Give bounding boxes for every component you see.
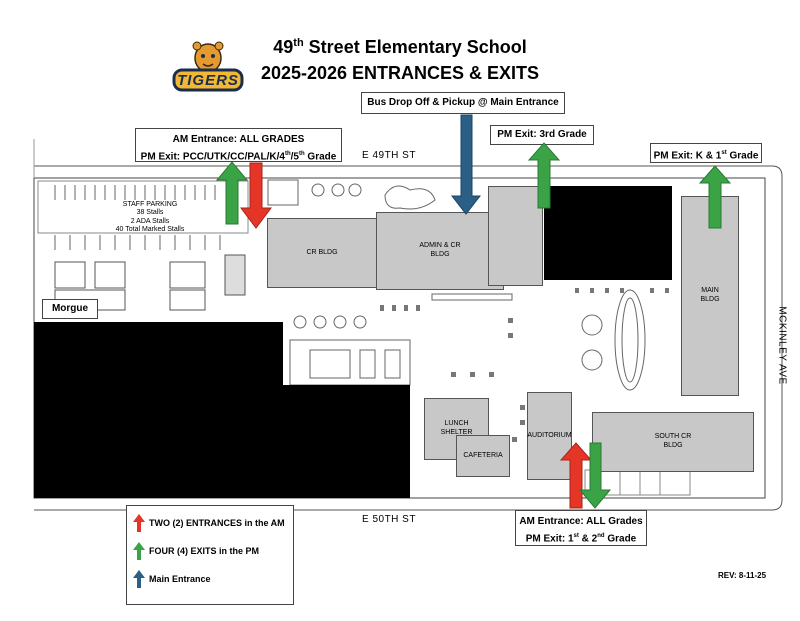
south-suffix: Grade xyxy=(604,533,637,545)
red-arrow-icon xyxy=(133,514,145,532)
parking-stalls: 38 Stalls xyxy=(136,209,164,217)
south-bldg-label-1: SOUTH CR xyxy=(654,433,692,441)
legend-item-entrances: TWO (2) ENTRANCES in the AM xyxy=(133,514,285,532)
cafeteria-label: CAFETERIA xyxy=(463,451,503,459)
nw-callout-line1: AM Entrance: ALL GRADES xyxy=(172,134,305,145)
nw-entrance-arrow-icon xyxy=(240,162,272,229)
bus-callout: Bus Drop Off & Pickup @ Main Entrance xyxy=(361,92,565,114)
redacted-area-southwest xyxy=(283,385,410,498)
legend-exits-label: FOUR (4) EXITS in the PM xyxy=(149,546,260,556)
south-mid: & 2 xyxy=(578,533,598,545)
main-bldg-label-2: BLDG xyxy=(700,296,720,303)
logo-text: TIGERS xyxy=(177,72,239,89)
nw-entrance-callout: AM Entrance: ALL GRADES PM Exit: PCC/UTK… xyxy=(135,128,342,162)
ada-stalls: 2 ADA Stalls xyxy=(130,217,170,225)
cafeteria: CAFETERIA xyxy=(456,435,510,477)
revision-date: REV: 8-11-25 xyxy=(718,571,767,580)
marked-stalls: 40 Total Marked Stalls xyxy=(115,226,185,234)
page-subtitle: 2025-2026 ENTRANCES & EXITS xyxy=(260,63,540,83)
nw-line2-prefix: PM Exit: PCC/UTK/CC/PAL/K/4 xyxy=(140,151,285,163)
nw-mid: /5 xyxy=(290,151,299,163)
auditorium: AUDITORIUM xyxy=(527,392,572,480)
admin-bldg-label-1: ADMIN & CR xyxy=(419,242,461,250)
k1-callout: PM Exit: K & 1st Grade xyxy=(650,143,762,163)
nw-sup1: th xyxy=(284,151,291,157)
cr-building: CR BLDG xyxy=(267,218,377,288)
legend-item-exits: FOUR (4) EXITS in the PM xyxy=(133,542,259,560)
morgue-label: Morgue xyxy=(42,299,98,319)
third-grade-callout: PM Exit: 3rd Grade xyxy=(490,125,594,145)
k1-prefix: PM Exit: K & 1 xyxy=(653,150,722,162)
admin-east-wing xyxy=(488,186,543,286)
nw-exit-arrow-icon xyxy=(215,161,249,225)
main-bldg-label-1: MAIN xyxy=(701,287,719,295)
street-e-49th: E 49TH ST xyxy=(362,150,416,161)
nw-sup2: th xyxy=(298,151,305,157)
legend-entrances-label: TWO (2) ENTRANCES in the AM xyxy=(149,518,285,528)
nw-suffix: Grade xyxy=(304,151,337,163)
south-callout-line2: PM Exit: 1st & 2nd Grade xyxy=(516,529,646,546)
south-line2-prefix: PM Exit: 1 xyxy=(525,533,574,545)
green-arrow-icon xyxy=(133,542,145,560)
street-e-50th: E 50TH ST xyxy=(362,514,416,525)
staff-parking-title: STAFF PARKING xyxy=(122,201,178,208)
south-entrance-arrow-icon xyxy=(559,442,593,509)
staff-parking-label: STAFF PARKING 38 Stalls 2 ADA Stalls 40 … xyxy=(90,201,210,235)
title-rest: Street Elementary School xyxy=(303,37,527,57)
redacted-area-west xyxy=(34,322,283,498)
main-building: MAIN BLDG xyxy=(681,196,739,396)
south-sup2: nd xyxy=(597,533,605,539)
admin-bldg-label-2: BLDG xyxy=(430,251,450,258)
third-grade-exit-arrow-icon xyxy=(527,142,561,209)
south-bldg-label-2: BLDG xyxy=(663,442,683,449)
bus-main-entrance-arrow-icon xyxy=(450,114,482,215)
south-entrance-callout: AM Entrance: ALL Grades PM Exit: 1st & 2… xyxy=(515,510,647,546)
tiger-mascot-icon xyxy=(172,41,244,92)
redacted-area-northeast xyxy=(544,186,672,280)
title-sup: th xyxy=(293,37,304,49)
auditorium-label: AUDITORIUM xyxy=(527,431,572,439)
k1-suffix: Grade xyxy=(726,150,759,162)
south-cr-building: SOUTH CR BLDG xyxy=(592,412,754,472)
k1-sup: st xyxy=(721,150,727,156)
admin-cr-building: ADMIN & CR BLDG xyxy=(376,212,504,290)
legend-main-entrance-label: Main Entrance xyxy=(149,574,211,584)
lunch-label-2: SHELTER xyxy=(440,429,473,436)
legend-box: TWO (2) ENTRANCES in the AM FOUR (4) EXI… xyxy=(126,505,294,605)
south-exit-arrow-icon xyxy=(578,442,612,509)
cr-bldg-label: CR BLDG xyxy=(306,248,338,256)
k1-exit-arrow-icon xyxy=(698,165,732,229)
title-number: 49 xyxy=(273,37,294,57)
lunch-label-1: LUNCH xyxy=(444,420,469,428)
nw-callout-line2: PM Exit: PCC/UTK/CC/PAL/K/4th/5th Grade xyxy=(136,147,341,164)
blue-arrow-icon xyxy=(133,570,145,588)
tigers-logo: TIGERS xyxy=(170,38,246,94)
south-sup1: st xyxy=(573,533,579,539)
page-title: 49th Street Elementary School xyxy=(230,37,570,58)
south-callout-line1: AM Entrance: ALL Grades xyxy=(519,516,643,527)
legend-item-main-entrance: Main Entrance xyxy=(133,570,211,588)
